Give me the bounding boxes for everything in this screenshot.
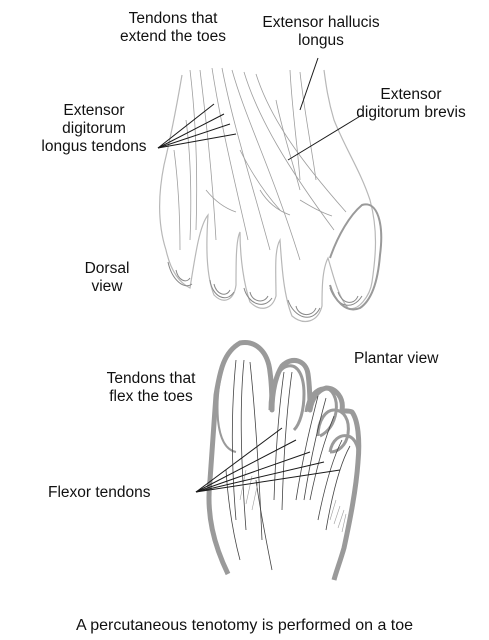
label-edl-line-1: Extensor — [24, 102, 164, 120]
dorsal-foot-outline — [160, 70, 376, 321]
plantar-shading — [240, 470, 346, 532]
label-extensor-digitorum-brevis: Extensor digitorum brevis — [346, 86, 476, 122]
label-tendons-flex-line-2: flex the toes — [96, 388, 206, 406]
dorsal-nail-1 — [176, 270, 190, 281]
dorsal-toe-1 — [168, 262, 192, 286]
label-extensor-hallucis-line-2: longus — [246, 32, 396, 50]
label-tendons-extend-toes: Tendons that extend the toes — [88, 10, 258, 46]
label-dorsal-view: Dorsal view — [72, 260, 142, 296]
dorsal-nail-4 — [296, 306, 316, 315]
label-edb-line-1: Extensor — [346, 86, 476, 104]
dorsal-nail-2 — [214, 284, 230, 294]
label-plantar-view: Plantar view — [354, 350, 438, 368]
label-edl-line-2: digitorum — [24, 120, 164, 138]
figure-caption: A percutaneous tenotomy is performed on … — [0, 617, 489, 635]
label-extensor-digitorum-longus: Extensor digitorum longus tendons — [24, 102, 164, 156]
label-tendons-flex-toes: Tendons that flex the toes — [96, 370, 206, 406]
label-edb-line-2: digitorum brevis — [346, 104, 476, 122]
dorsal-tendon-fibers — [174, 68, 346, 260]
label-dorsal-line-2: view — [72, 278, 142, 296]
label-extensor-hallucis-longus: Extensor hallucis longus — [246, 14, 396, 50]
label-tendons-extend-line-1: Tendons that — [88, 10, 258, 28]
dorsal-nail-5 — [338, 292, 358, 302]
plantar-leader-lines — [196, 428, 340, 492]
label-tendons-flex-line-1: Tendons that — [96, 370, 206, 388]
label-tendons-extend-line-2: extend the toes — [88, 28, 258, 46]
label-edl-line-3: longus tendons — [24, 138, 164, 156]
label-dorsal-line-1: Dorsal — [72, 260, 142, 278]
label-extensor-hallucis-line-1: Extensor hallucis — [246, 14, 396, 32]
dorsal-nail-3 — [250, 292, 268, 301]
label-flexor-tendons: Flexor tendons — [48, 484, 151, 502]
